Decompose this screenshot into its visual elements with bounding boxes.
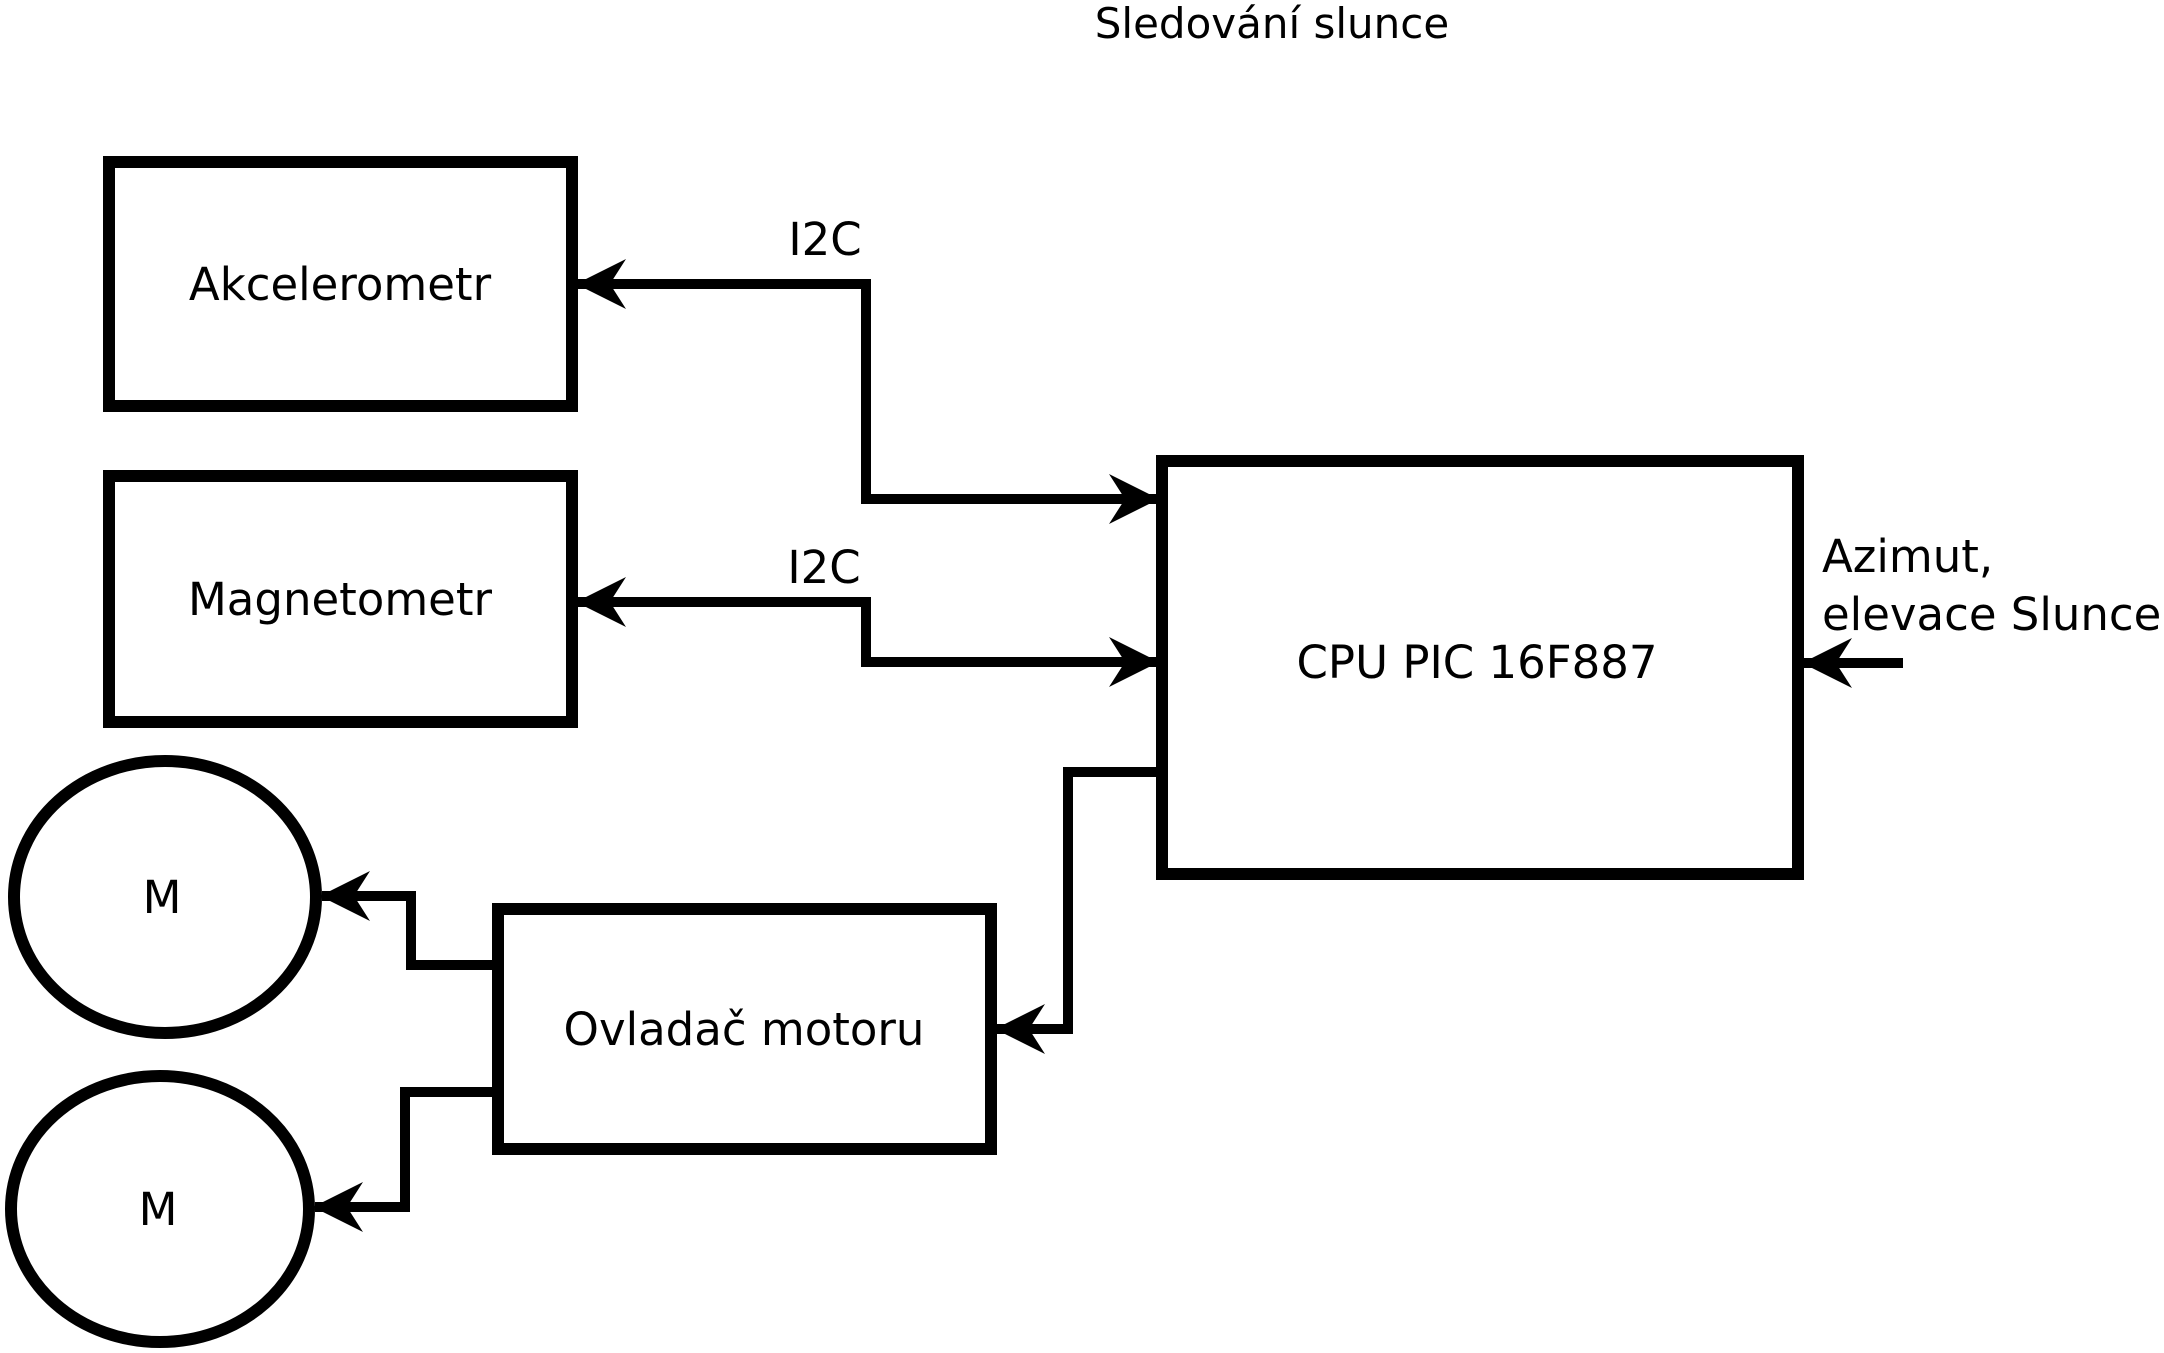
motor1-circle (8, 755, 322, 1039)
blocks (5, 156, 1804, 1348)
i2c-akcelerometr-label: I2C (788, 213, 861, 266)
motor-driver-to-motor1-connector (320, 871, 498, 970)
cpu-box (1156, 455, 1804, 880)
motor-driver-label: Ovladač motoru (564, 1003, 925, 1056)
i2c-akcelerometr-connector-right-arrow (861, 392, 1159, 524)
i2c-akcelerometr-connector-left-arrow (576, 259, 871, 392)
i2c-magnetometr-connector-left-arrow (576, 577, 871, 632)
akcelerometr-box (103, 156, 578, 412)
magnetometr-label: Magnetometr (188, 573, 493, 626)
magnetometr-box (103, 470, 578, 728)
connectors (313, 259, 1903, 1232)
cpu-to-motor-driver-connector (995, 767, 1162, 1054)
azimut-input-label-line1: Azimut, (1822, 530, 1993, 583)
motor2-label: M (139, 1183, 178, 1236)
motor-driver-to-motor2-connector (313, 1087, 498, 1232)
motor1-label: M (143, 871, 182, 924)
i2c-magnetometr-label: I2C (787, 541, 860, 594)
akcelerometr-label: Akcelerometr (189, 258, 492, 311)
i2c-magnetometr-connector-right-arrow (861, 632, 1159, 687)
diagram-title: Sledování slunce (1095, 0, 1449, 48)
azimut-input-label-line2: elevace Slunce (1822, 588, 2161, 641)
motor2-circle (5, 1070, 315, 1348)
labels: Sledování slunce Akcelerometr Magnetomet… (139, 0, 2162, 1236)
motor-driver-box (492, 903, 997, 1155)
cpu-label: CPU PIC 16F887 (1297, 636, 1658, 689)
